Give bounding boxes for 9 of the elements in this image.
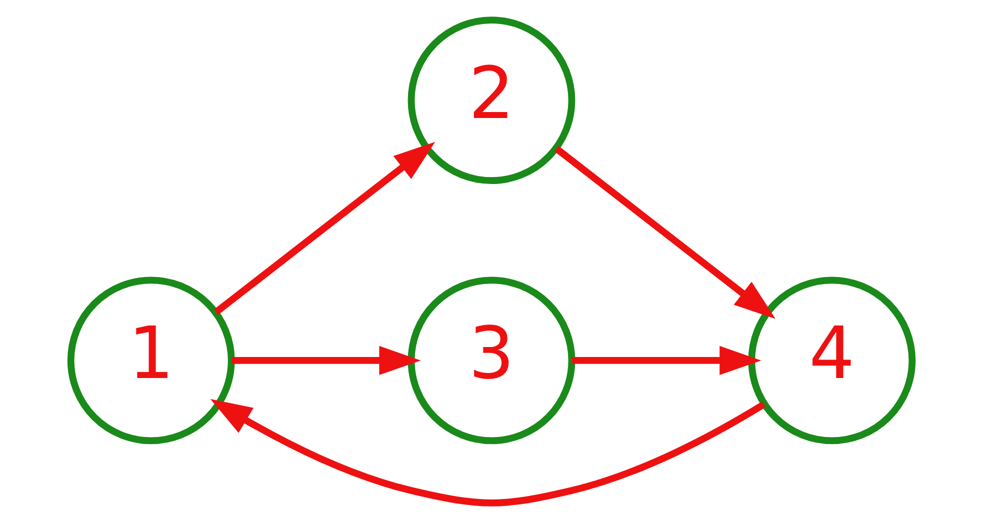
arrow xyxy=(213,141,435,314)
node-circle: 3 xyxy=(407,276,575,444)
node-circle: 1 xyxy=(66,276,234,444)
node-circle: 4 xyxy=(748,276,916,444)
arrow xyxy=(571,345,761,375)
arrow xyxy=(231,345,420,375)
node-circle: 2 xyxy=(407,16,575,184)
arrow xyxy=(554,145,776,318)
arrow xyxy=(210,398,765,506)
